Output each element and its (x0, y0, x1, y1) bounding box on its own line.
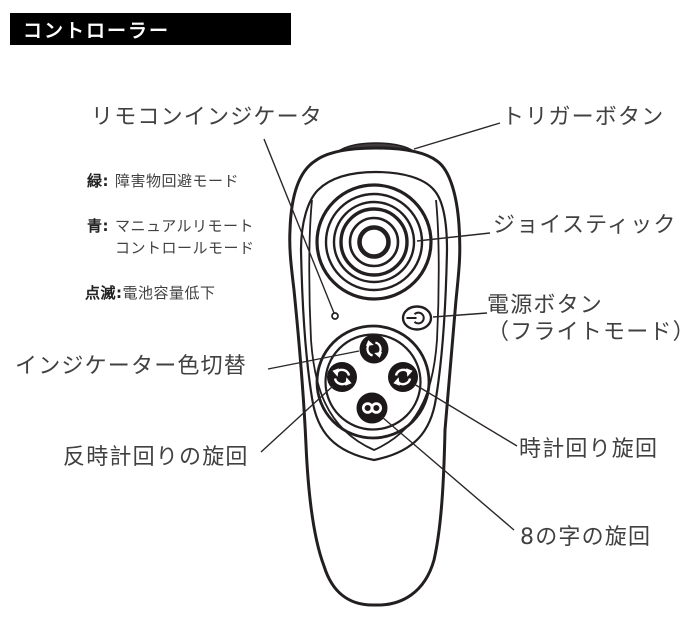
leader-joystick (416, 232, 491, 242)
label-counterclockwise-turn: 反時計回りの旋回 (63, 445, 249, 470)
button-cluster (315, 324, 431, 440)
label-power-button: 電源ボタン （フライトモード） (487, 293, 696, 345)
leader-remote-indicator (263, 138, 335, 314)
label-indicator-color-switch: インジケーター色切替 (15, 354, 248, 379)
joystick (315, 183, 433, 301)
legend-blink-key: 点滅: (85, 284, 123, 302)
leader-figure-eight (381, 416, 515, 531)
leader-power-button (432, 312, 488, 318)
faceplate-outline (299, 170, 449, 462)
leader-trigger-button (413, 122, 501, 150)
leader-cw-turn (413, 383, 518, 447)
power-icon (406, 311, 425, 325)
legend-green-value: 障害物回避モード (115, 172, 240, 190)
controller-body-outline (288, 146, 462, 607)
legend-blink: 点滅: 電池容量低下 (85, 283, 216, 305)
remote-indicator-dot (331, 312, 339, 320)
legend-blue-key: 青: (87, 217, 109, 235)
leader-color-switch (267, 350, 360, 370)
leader-lines (260, 122, 518, 531)
indicator-color-switch-button (359, 334, 389, 364)
section-title: コントローラー (23, 19, 171, 42)
infinity-icon (361, 402, 383, 414)
label-figure-eight-turn: 8の字の旋回 (520, 525, 652, 550)
faceplate-inner-groove (308, 199, 440, 451)
section-header: コントローラー (10, 13, 291, 45)
label-clockwise-turn: 時計回り旋回 (519, 437, 659, 462)
legend-green: 緑: 障害物回避モード (87, 171, 239, 193)
legend-blue-value: マニュアルリモート コントロールモード (115, 217, 255, 257)
label-remote-indicator: リモコンインジケータ (91, 105, 324, 130)
label-joystick: ジョイスティック (493, 213, 677, 238)
legend-blink-value: 電池容量低下 (122, 284, 216, 302)
legend-green-key: 緑: (87, 172, 109, 190)
label-trigger-button: トリガーボタン (502, 105, 665, 130)
power-button (401, 305, 433, 331)
counterclockwise-turn-button (327, 362, 357, 392)
leader-ccw-turn (260, 385, 334, 453)
legend-blue: 青: マニュアルリモート コントロールモード (87, 216, 255, 260)
clockwise-turn-button (388, 362, 418, 392)
